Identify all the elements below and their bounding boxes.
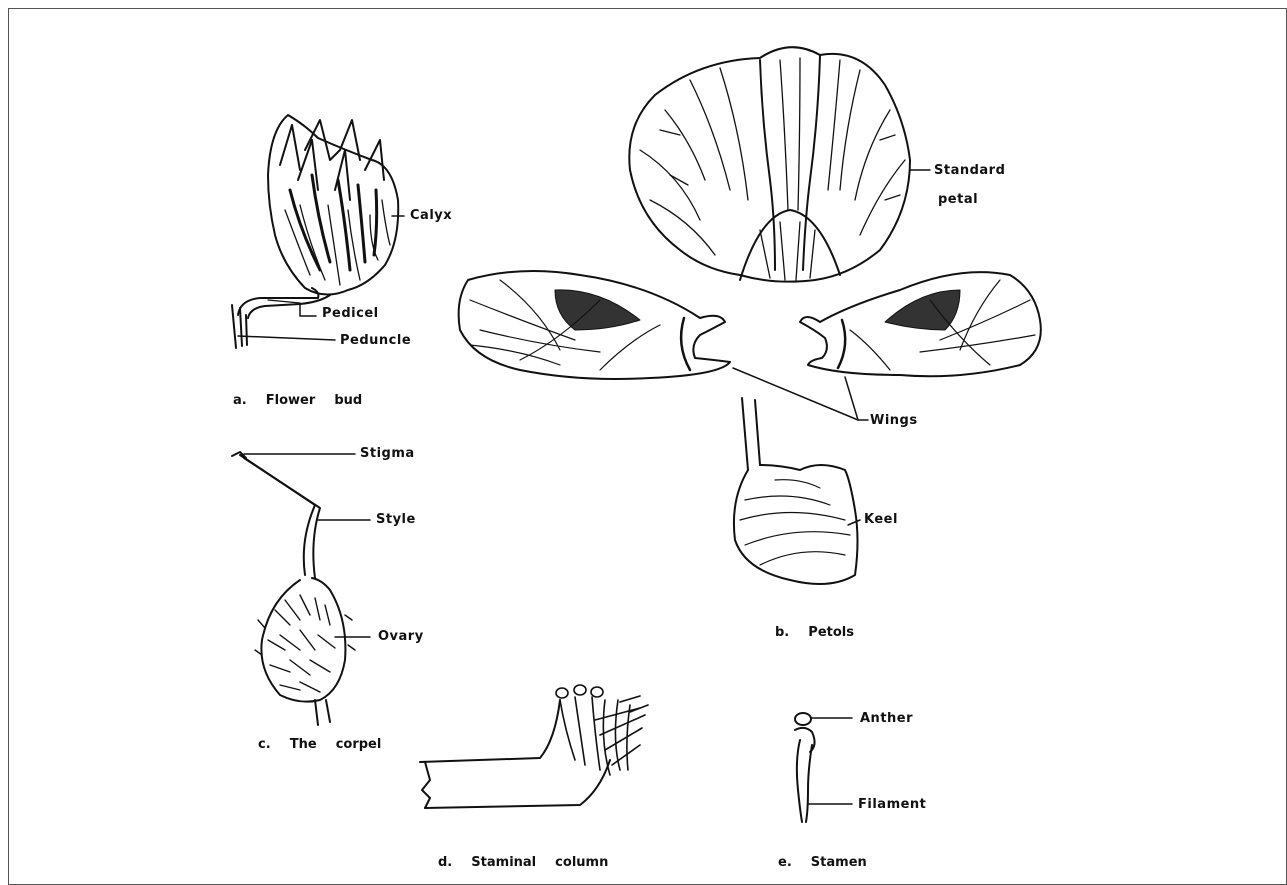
label-standard: Standard [934, 163, 1005, 178]
caption-staminal-column: d. Staminal column [438, 855, 608, 870]
label-keel: Keel [864, 512, 898, 527]
standard-petal-drawing [629, 47, 930, 281]
right-wing-drawing [733, 272, 1041, 420]
left-wing-drawing [459, 271, 730, 379]
caption-stamen: e. Stamen [778, 855, 867, 870]
label-style: Style [376, 512, 416, 527]
label-ovary: Ovary [378, 629, 424, 644]
caption-flower-bud: a. Flower bud [233, 393, 362, 408]
label-peduncle: Peduncle [340, 333, 411, 348]
label-filament: Filament [858, 797, 926, 812]
label-petal: petal [938, 192, 978, 207]
label-anther: Anther [860, 711, 913, 726]
staminal-column-drawing [420, 685, 648, 808]
label-pedicel: Pedicel [322, 306, 379, 321]
keel-drawing [734, 398, 860, 584]
stamen-drawing [795, 713, 852, 822]
label-wings: Wings [870, 413, 918, 428]
carpel-drawing [232, 452, 370, 725]
caption-petals: b. Petols [775, 625, 854, 640]
label-calyx: Calyx [410, 208, 452, 223]
caption-carpel: c. The corpel [258, 737, 381, 752]
label-stigma: Stigma [360, 446, 415, 461]
